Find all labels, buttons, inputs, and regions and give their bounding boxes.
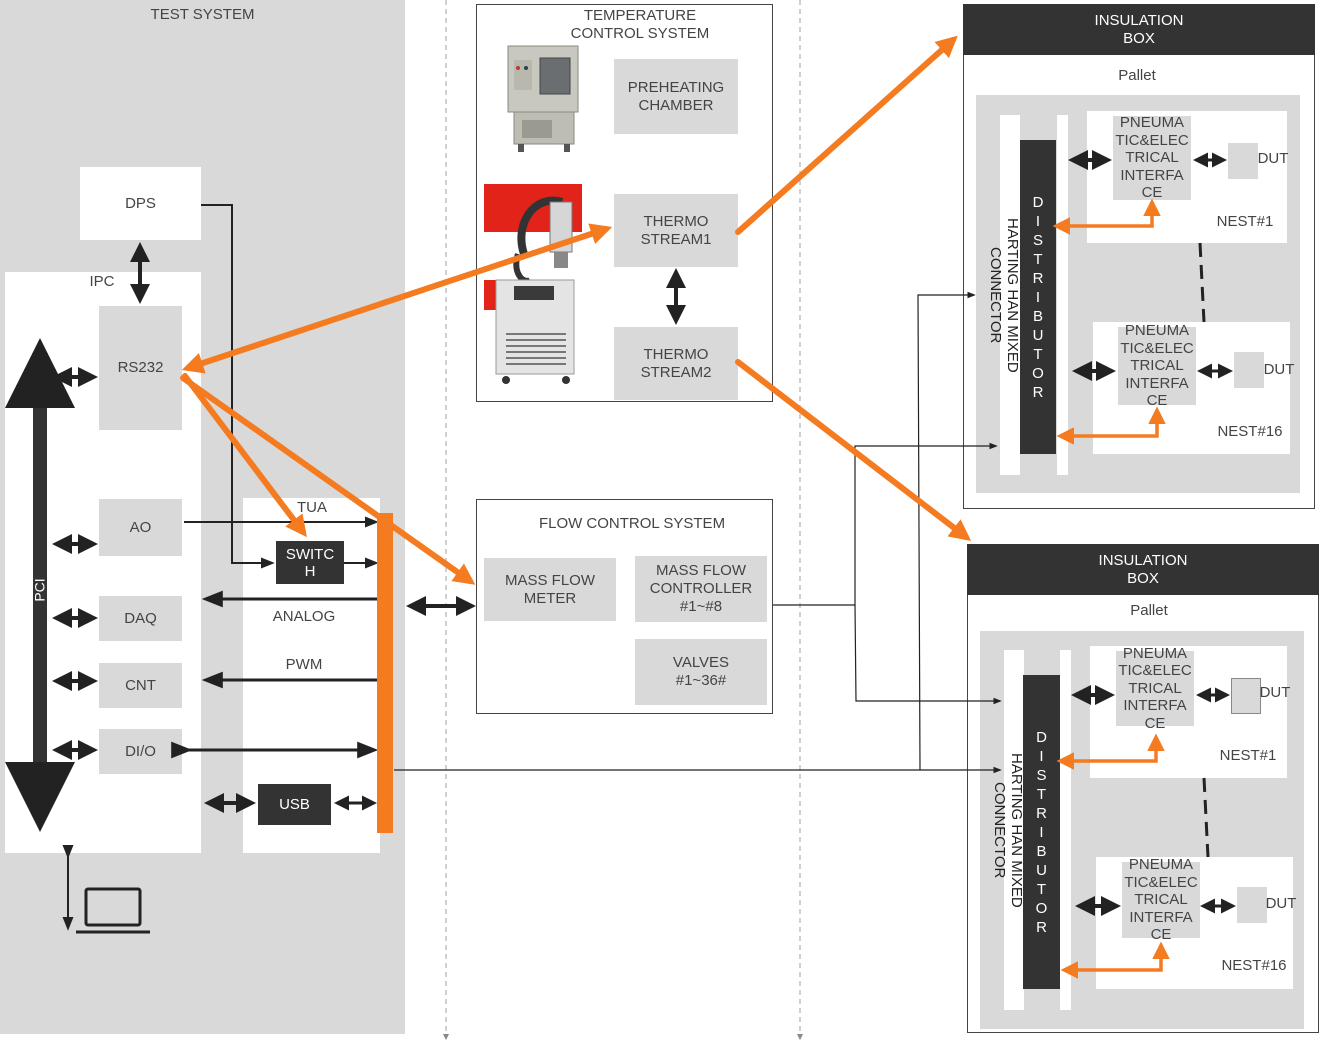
connector-2-strip <box>1004 650 1024 1010</box>
connector-1-label: HARTING HAN MIXED CONNECTOR <box>987 217 1021 373</box>
distributor-letter: I <box>1039 747 1044 765</box>
distributor-letter: R <box>1036 918 1047 936</box>
rs232-box: RS232 <box>99 306 182 430</box>
ao-box: AO <box>99 499 182 556</box>
pallet-1-label: Pallet <box>1118 67 1156 84</box>
distributor-letter: T <box>1036 880 1047 898</box>
thermostream1-box: THERMO STREAM1 <box>614 194 738 267</box>
distributor-letter: T <box>1033 345 1043 363</box>
dut-2-b <box>1237 887 1267 923</box>
ipc-label: IPC <box>89 273 115 290</box>
dps-box: DPS <box>80 167 201 240</box>
mass-flow-meter-box: MASS FLOW METER <box>484 558 616 621</box>
thermostream2-box: THERMO STREAM2 <box>614 327 738 400</box>
distributor-letter: B <box>1032 307 1043 325</box>
connector-1-strip <box>1000 115 1020 475</box>
test-system-title: TEST SYSTEM <box>150 6 255 23</box>
distributor-letter: R <box>1032 383 1044 401</box>
distributor-letter: S <box>1036 766 1047 784</box>
distributor-letter: S <box>1032 231 1043 249</box>
dut-2-a-label: DUT <box>1259 684 1291 701</box>
preheating-chamber-label: PREHEATING CHAMBER <box>627 78 725 114</box>
cnt-box: CNT <box>99 663 182 708</box>
dut-1-a <box>1228 143 1258 179</box>
dut-1-b-label: DUT <box>1263 361 1295 378</box>
insulation-box-1-header: INSULATION BOX <box>963 4 1315 55</box>
distributor-letter: T <box>1036 785 1047 803</box>
distributor-letter: D <box>1032 193 1044 211</box>
dut-1-b <box>1234 352 1264 388</box>
distributor-letter: O <box>1035 899 1048 917</box>
thermostream1-label: THERMO STREAM1 <box>640 212 712 248</box>
distributor-letter: I <box>1035 288 1041 306</box>
interface-1-a-label: PNEUMA TIC&ELEC TRICAL INTERFA CE <box>1115 114 1189 202</box>
distributor-letter: I <box>1035 212 1041 230</box>
switch-label: SWITC H <box>285 545 335 580</box>
interface-1-b-label: PNEUMA TIC&ELEC TRICAL INTERFA CE <box>1120 322 1194 410</box>
connector-2-strip-right <box>1060 650 1071 1010</box>
interface-2-b-label: PNEUMA TIC&ELEC TRICAL INTERFA CE <box>1124 856 1198 944</box>
pci-label: PCI <box>32 578 48 602</box>
pwm-label: PWM <box>285 656 323 673</box>
valves-box: VALVES #1~36# <box>635 639 767 705</box>
daq-box: DAQ <box>99 596 182 641</box>
tua-label: TUA <box>297 499 327 516</box>
rs232-label: RS232 <box>117 359 164 376</box>
interface-1-a: PNEUMA TIC&ELEC TRICAL INTERFA CE <box>1113 114 1191 202</box>
nest-2-a-label: NEST#1 <box>1219 747 1277 764</box>
thermostream-photo <box>484 184 582 384</box>
usb-box: USB <box>258 784 331 825</box>
flow-control-title: FLOW CONTROL SYSTEM <box>538 515 726 532</box>
insulation-box-2-title: INSULATION BOX <box>1098 551 1188 587</box>
interface-2-a: PNEUMA TIC&ELEC TRICAL INTERFA CE <box>1116 645 1194 732</box>
mass-flow-controller-box: MASS FLOW CONTROLLER #1~#8 <box>635 556 767 622</box>
analog-label: ANALOG <box>272 608 336 625</box>
separator-arrowheads <box>443 1034 803 1040</box>
mass-flow-meter-label: MASS FLOW METER <box>504 571 595 607</box>
cnt-label: CNT <box>125 676 156 694</box>
distributor-letter: R <box>1032 269 1044 287</box>
chamber-photo <box>507 45 579 152</box>
distributor-letter: R <box>1036 804 1047 822</box>
usb-label: USB <box>279 795 310 813</box>
nest-2-b-label: NEST#16 <box>1221 957 1287 974</box>
ao-label: AO <box>129 518 152 536</box>
valves-label: VALVES #1~36# <box>672 654 730 689</box>
dut-2-a <box>1231 678 1261 714</box>
interface-2-a-label: PNEUMA TIC&ELEC TRICAL INTERFA CE <box>1118 644 1192 732</box>
nest-1-b-label: NEST#16 <box>1217 423 1283 440</box>
dut-2-b-label: DUT <box>1265 895 1297 912</box>
switch-box: SWITC H <box>276 541 344 584</box>
pallet-2-label: Pallet <box>1130 602 1168 619</box>
preheating-chamber-box: PREHEATING CHAMBER <box>614 59 738 134</box>
interface-2-b: PNEUMA TIC&ELEC TRICAL INTERFA CE <box>1122 856 1200 943</box>
interface-1-b: PNEUMA TIC&ELEC TRICAL INTERFA CE <box>1118 322 1196 409</box>
distributor-letter: T <box>1033 250 1043 268</box>
dut-1-a-label: DUT <box>1257 150 1289 167</box>
dps-label: DPS <box>125 194 156 212</box>
distributor-letter: D <box>1036 728 1047 746</box>
insulation-box-1-title: INSULATION BOX <box>1094 11 1184 47</box>
dio-label: DI/O <box>125 742 156 760</box>
insulation-box-2-header: INSULATION BOX <box>967 544 1319 595</box>
daq-label: DAQ <box>124 609 157 627</box>
distributor-letter: B <box>1036 842 1047 860</box>
connector-1-strip-right <box>1057 115 1068 475</box>
distributor-letter: U <box>1036 861 1047 879</box>
thermostream2-label: THERMO STREAM2 <box>640 345 712 381</box>
distributor-letter: U <box>1032 326 1044 344</box>
temperature-control-title: TEMPERATURE CONTROL SYSTEM <box>570 7 710 42</box>
distributor-letter: I <box>1039 823 1044 841</box>
connector-2-label: HARTING HAN MIXED CONNECTOR <box>991 752 1025 908</box>
mass-flow-controller-label: MASS FLOW CONTROLLER #1~#8 <box>649 562 753 615</box>
nest-1-a-label: NEST#1 <box>1216 213 1274 230</box>
distributor-letter: O <box>1032 364 1044 382</box>
dio-box: DI/O <box>99 729 182 774</box>
